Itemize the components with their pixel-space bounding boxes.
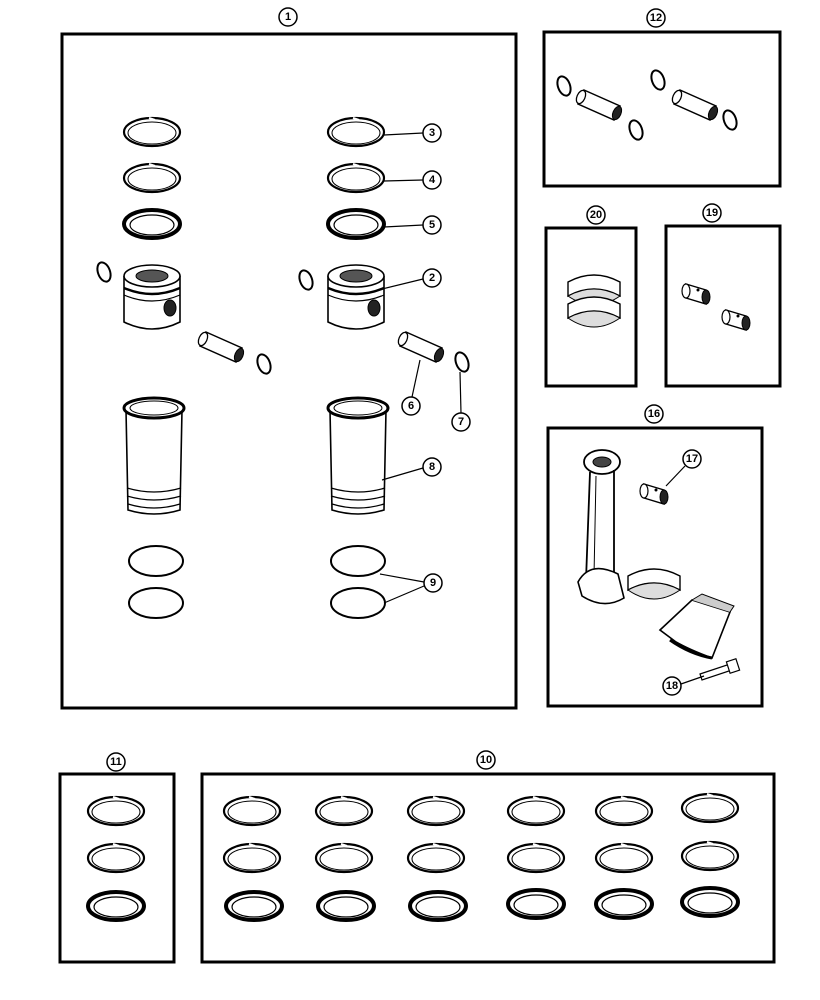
- svg-text:17: 17: [686, 453, 698, 465]
- panel-1-number: 1: [285, 11, 291, 23]
- callout-7: 7: [451, 412, 471, 432]
- callout-5: 5: [422, 215, 442, 235]
- panel-10-number: 10: [480, 754, 492, 766]
- panel-20-number: 20: [590, 209, 602, 221]
- callout-6: 6: [401, 396, 421, 416]
- cylinder-sleeve: [122, 396, 186, 516]
- panel-11: 11: [58, 752, 176, 964]
- svg-text:4: 4: [429, 174, 436, 186]
- callout-3: 3: [422, 123, 442, 143]
- svg-text:2: 2: [429, 272, 435, 284]
- callout-2: 2: [422, 268, 442, 288]
- rod-cap: [658, 593, 735, 660]
- piston: [122, 263, 182, 331]
- cylinder-sleeve: [326, 396, 390, 516]
- svg-text:7: 7: [458, 416, 464, 428]
- panel-16: 16 17 18: [546, 404, 764, 708]
- callout-18: 18: [662, 676, 682, 696]
- svg-text:9: 9: [430, 577, 436, 589]
- svg-text:8: 8: [429, 461, 435, 473]
- panel-20: 20: [544, 205, 638, 388]
- svg-text:6: 6: [408, 400, 414, 412]
- panel-12: 12: [542, 8, 782, 188]
- callout-8: 8: [422, 457, 442, 477]
- callout-9: 9: [423, 573, 443, 593]
- connecting-rod: [577, 449, 625, 605]
- panel-11-number: 11: [110, 756, 122, 768]
- connecting-rod-bearing: [567, 296, 621, 328]
- panel-19-number: 19: [706, 207, 718, 219]
- panel-12-number: 12: [650, 12, 662, 24]
- panel-16-number: 16: [648, 408, 660, 420]
- callout-17: 17: [682, 449, 702, 469]
- svg-text:5: 5: [429, 219, 435, 231]
- piston: [326, 263, 386, 331]
- callout-4: 4: [422, 170, 442, 190]
- svg-text:18: 18: [666, 680, 678, 692]
- rod-bolt: [699, 657, 741, 681]
- panel-1: 1: [60, 7, 518, 710]
- connecting-rod-bearing: [627, 568, 681, 600]
- panel-10: 10: [200, 750, 776, 964]
- svg-text:3: 3: [429, 127, 435, 139]
- panel-19: 19: [664, 203, 782, 388]
